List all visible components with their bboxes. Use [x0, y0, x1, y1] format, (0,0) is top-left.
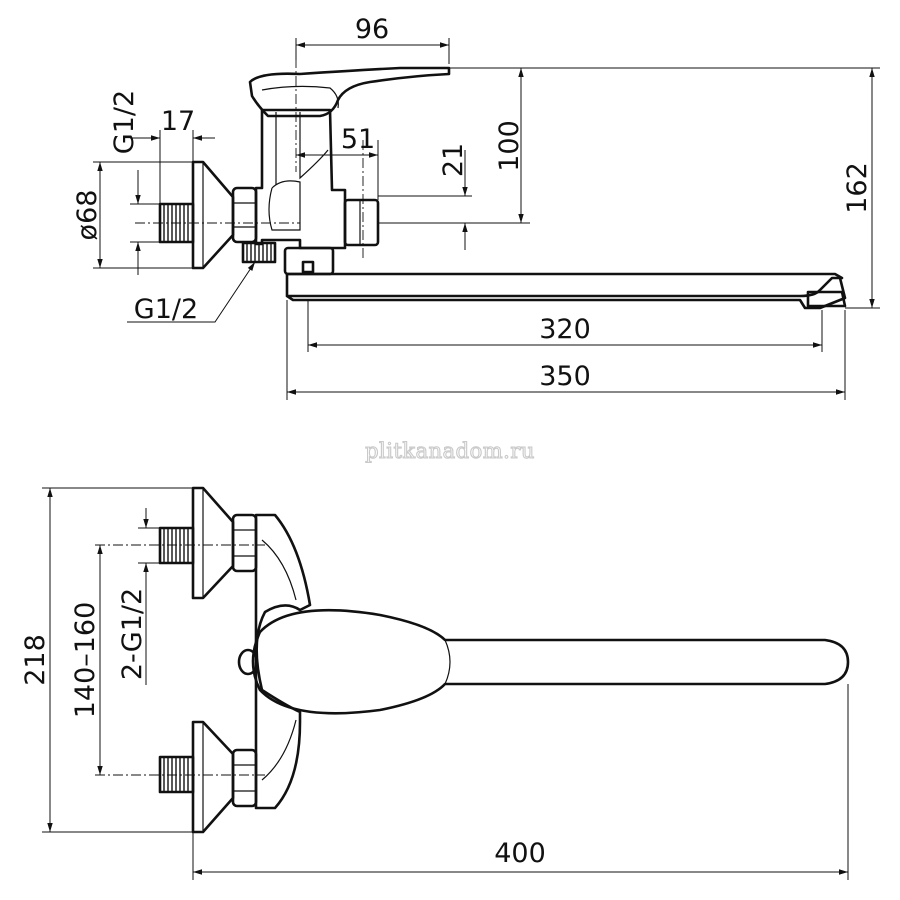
dim-total-width: 218 [20, 634, 51, 686]
spout [285, 272, 847, 310]
dim-spout-thread: G1/2 [134, 294, 198, 325]
lower-inlet [158, 720, 258, 834]
lever-handle [248, 66, 451, 118]
outlet-nut [343, 198, 380, 247]
dim-outlet-height: 21 [438, 143, 469, 177]
dim-spout-reach: 320 [539, 314, 591, 345]
dim-total-height: 162 [842, 162, 873, 214]
watermark: plitkanadom.ru [365, 439, 535, 463]
dim-body-offset: 51 [341, 124, 375, 155]
top-view: 218 140–160 2-G1/2 400 [20, 486, 850, 880]
spout-thread [241, 241, 277, 264]
dim-spout-length: 350 [539, 361, 591, 392]
side-view: 96 100 21 162 51 17 G1/2 [72, 14, 880, 400]
dim-center-distance: 140–160 [70, 602, 101, 719]
wall-flange [191, 160, 235, 270]
dim-inlet-threads: 2-G1/2 [117, 588, 148, 680]
dim-inlet-thread: G1/2 [109, 90, 140, 154]
upper-inlet [158, 486, 258, 600]
dim-flange-diameter: ø68 [72, 190, 103, 241]
mixer-body-top [254, 513, 312, 810]
dim-nut-offset: 17 [161, 106, 195, 137]
dim-handle-height: 100 [494, 120, 525, 172]
hex-nut [231, 186, 258, 244]
dim-total-length: 400 [494, 838, 546, 869]
dim-handle-width: 96 [355, 14, 389, 45]
lever-handle-top [251, 608, 850, 715]
